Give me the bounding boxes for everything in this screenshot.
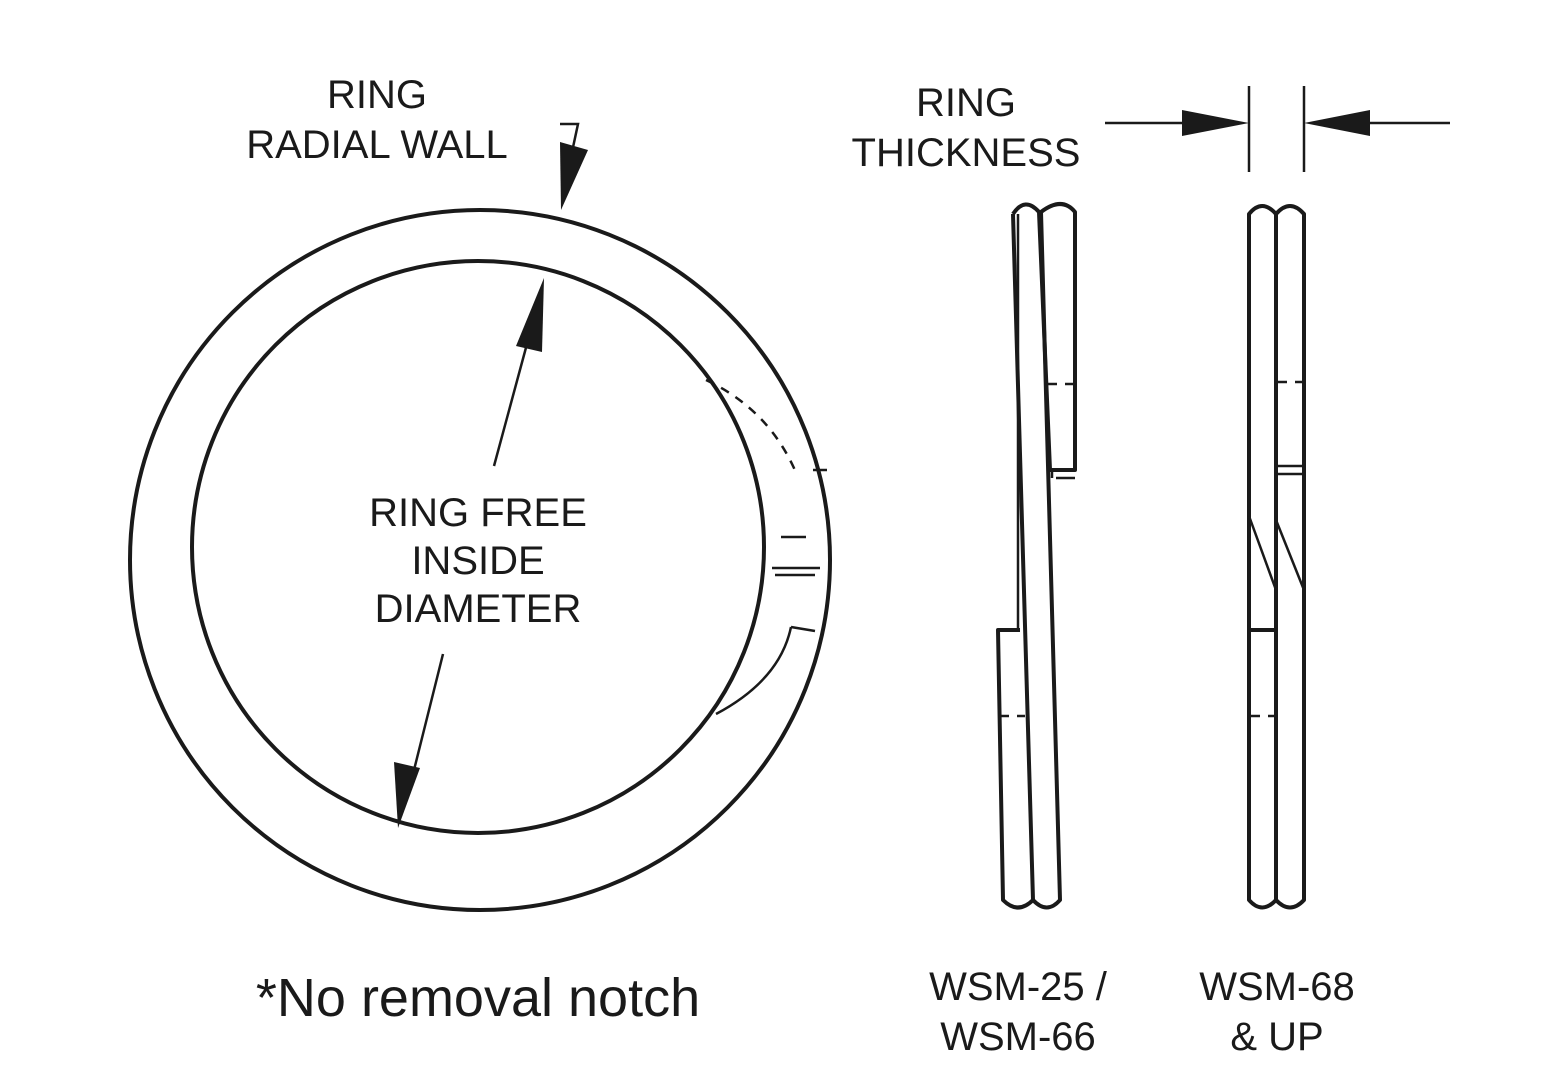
ring-inner-edge — [190, 259, 766, 835]
ring-outer-edge — [128, 208, 832, 912]
model-b-label-line2: & UP — [1230, 1015, 1323, 1059]
inside-diameter-label-line3: DIAMETER — [375, 587, 582, 631]
ring-overlap-detail — [705, 378, 827, 716]
radial-wall-label-line2: RADIAL WALL — [246, 123, 508, 167]
thickness-label-line1: RING — [916, 81, 1016, 125]
model-a-label-line2: WSM-66 — [940, 1015, 1096, 1059]
radial-wall-label-line1: RING — [327, 73, 427, 117]
radial-wall-arrow — [560, 122, 588, 210]
ring-thickness-dimension — [1105, 86, 1450, 172]
ring-top-view — [128, 122, 832, 912]
inside-diameter-arrows — [394, 278, 544, 828]
ring-side-view-wsm-25-66 — [996, 202, 1077, 910]
model-a-label-line1: WSM-25 / — [929, 965, 1108, 1009]
ring-side-view-wsm-68-up — [1247, 204, 1306, 910]
thickness-label-line2: THICKNESS — [852, 131, 1081, 175]
model-b-label-line1: WSM-68 — [1199, 965, 1355, 1009]
inside-diameter-label-line1: RING FREE — [369, 491, 587, 535]
inside-diameter-label-line2: INSIDE — [411, 539, 544, 583]
no-removal-notch-note: *No removal notch — [256, 968, 700, 1028]
